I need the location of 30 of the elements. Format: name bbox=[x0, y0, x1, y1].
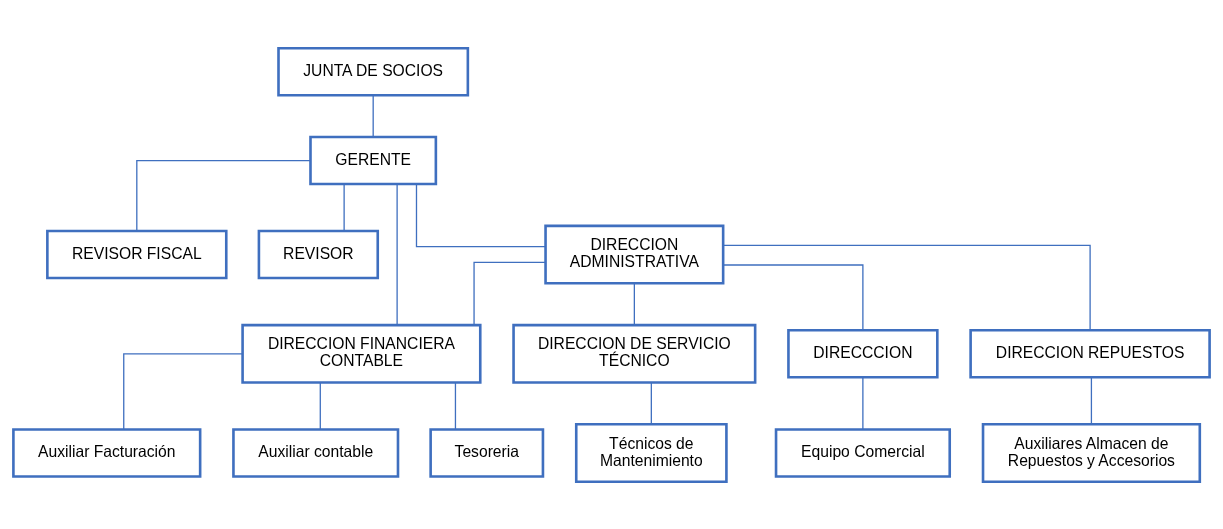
connector bbox=[722, 263, 864, 331]
node-box: DIRECCION ADMINISTRATIVA bbox=[544, 224, 725, 285]
connector bbox=[1090, 376, 1093, 425]
node-box: Auxiliares Almacen de Repuestos y Accesorios bbox=[981, 422, 1202, 483]
connector bbox=[650, 381, 652, 425]
node-box: Auxiliar Facturación bbox=[12, 427, 202, 478]
node-box: Auxiliar contable bbox=[232, 427, 400, 478]
node-box: DIRECCCION bbox=[787, 328, 939, 379]
connector bbox=[454, 381, 457, 430]
node-box: DIRECCION FINANCIERA CONTABLE bbox=[241, 323, 482, 384]
connector bbox=[396, 183, 398, 325]
node-box: DIRECCION REPUESTOS bbox=[969, 328, 1211, 379]
connector bbox=[473, 261, 546, 326]
node-box: JUNTA DE SOCIOS bbox=[277, 46, 470, 97]
node-box: Equipo Comercial bbox=[774, 427, 952, 478]
node-box: REVISOR FISCAL bbox=[46, 229, 228, 279]
node-box: GERENTE bbox=[309, 135, 438, 185]
node-box: Tesoreria bbox=[429, 427, 545, 478]
node-box: REVISOR bbox=[257, 229, 380, 279]
connector bbox=[372, 94, 374, 137]
connector bbox=[862, 376, 864, 430]
connector bbox=[136, 159, 312, 231]
connector bbox=[319, 381, 321, 430]
connector bbox=[343, 183, 345, 231]
connector bbox=[633, 282, 635, 325]
node-box: Técnicos de Mantenimiento bbox=[574, 422, 728, 483]
connector bbox=[123, 352, 243, 430]
node-box: DIRECCION DE SERVICIO TÉCNICO bbox=[512, 323, 757, 384]
connector bbox=[415, 182, 546, 247]
connector bbox=[722, 244, 1091, 331]
